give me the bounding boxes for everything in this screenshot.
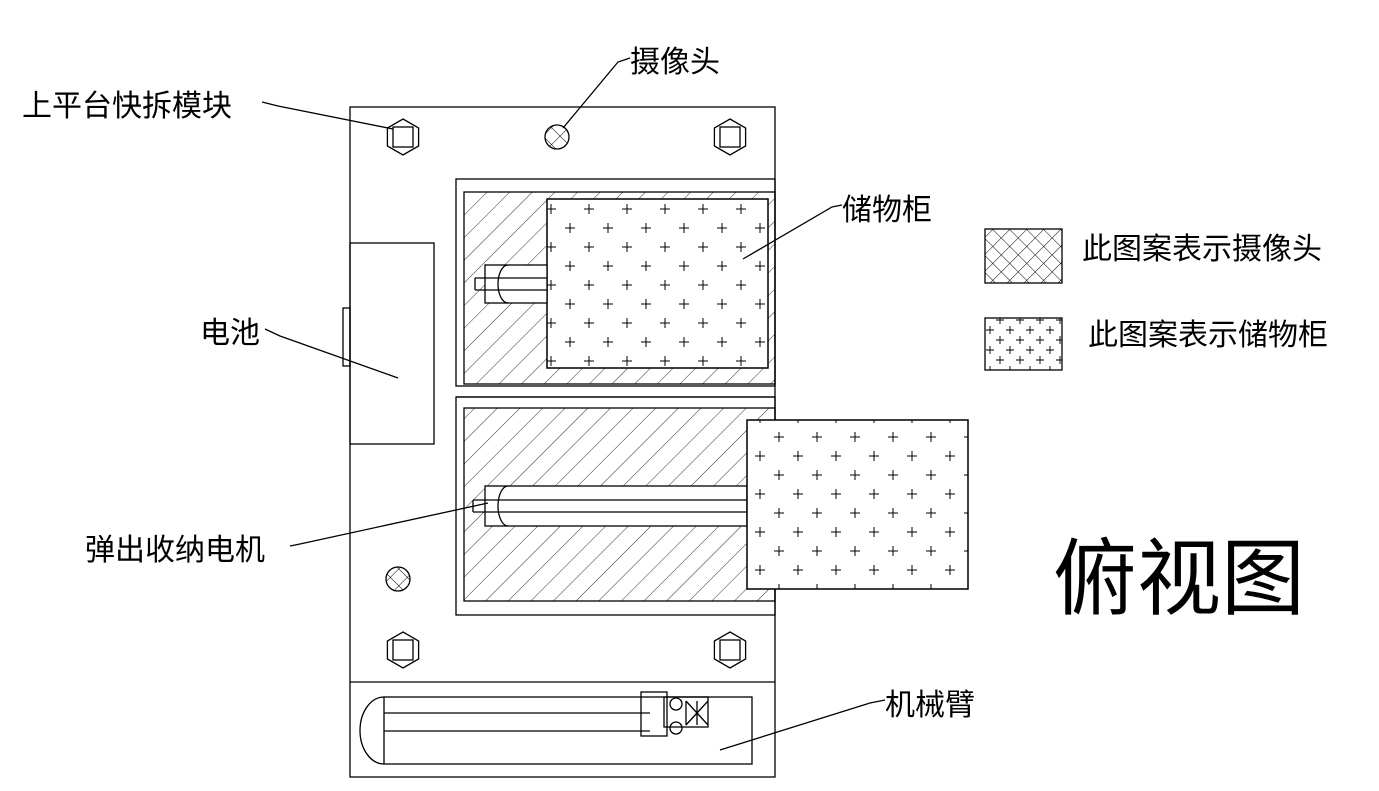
lower-cabinet-plus	[746, 419, 969, 590]
leader-quick-release	[261, 101, 394, 130]
label-quick-release: 上平台快拆模块	[22, 89, 232, 124]
arm-gripper	[640, 691, 709, 737]
battery-block	[349, 242, 435, 445]
label-camera: 摄像头	[630, 45, 720, 80]
camera-top	[544, 124, 570, 150]
leader-camera	[562, 57, 631, 129]
hex-bolt-bottom-left	[386, 631, 420, 669]
hex-bolt-top-right	[713, 118, 747, 156]
label-cabinet: 储物柜	[842, 193, 932, 228]
leader-motor	[289, 502, 489, 547]
label-arm: 机械臂	[885, 688, 975, 723]
upper-cabinet-plus	[546, 198, 769, 369]
legend-camera-swatch	[984, 228, 1063, 284]
hex-bolt-top-left	[386, 118, 420, 156]
leader-battery	[264, 328, 399, 379]
legend-cabinet-swatch	[984, 317, 1063, 371]
lower-motor-shaft	[472, 485, 748, 527]
legend-camera-text: 此图案表示摄像头	[1082, 232, 1322, 267]
legend-cabinet-text: 此图案表示储物柜	[1088, 318, 1328, 353]
arm-rounded-end	[359, 696, 385, 765]
leader-arm	[719, 699, 886, 751]
label-battery: 电池	[200, 316, 260, 351]
battery-tab	[342, 307, 351, 367]
upper-motor-shaft	[474, 264, 548, 304]
camera-bottom	[385, 566, 411, 592]
leader-cabinet	[742, 204, 843, 260]
hex-bolt-bottom-right	[713, 631, 747, 669]
label-motor: 弹出收纳电机	[85, 533, 265, 568]
diagram-title: 俯视图	[1053, 530, 1305, 628]
